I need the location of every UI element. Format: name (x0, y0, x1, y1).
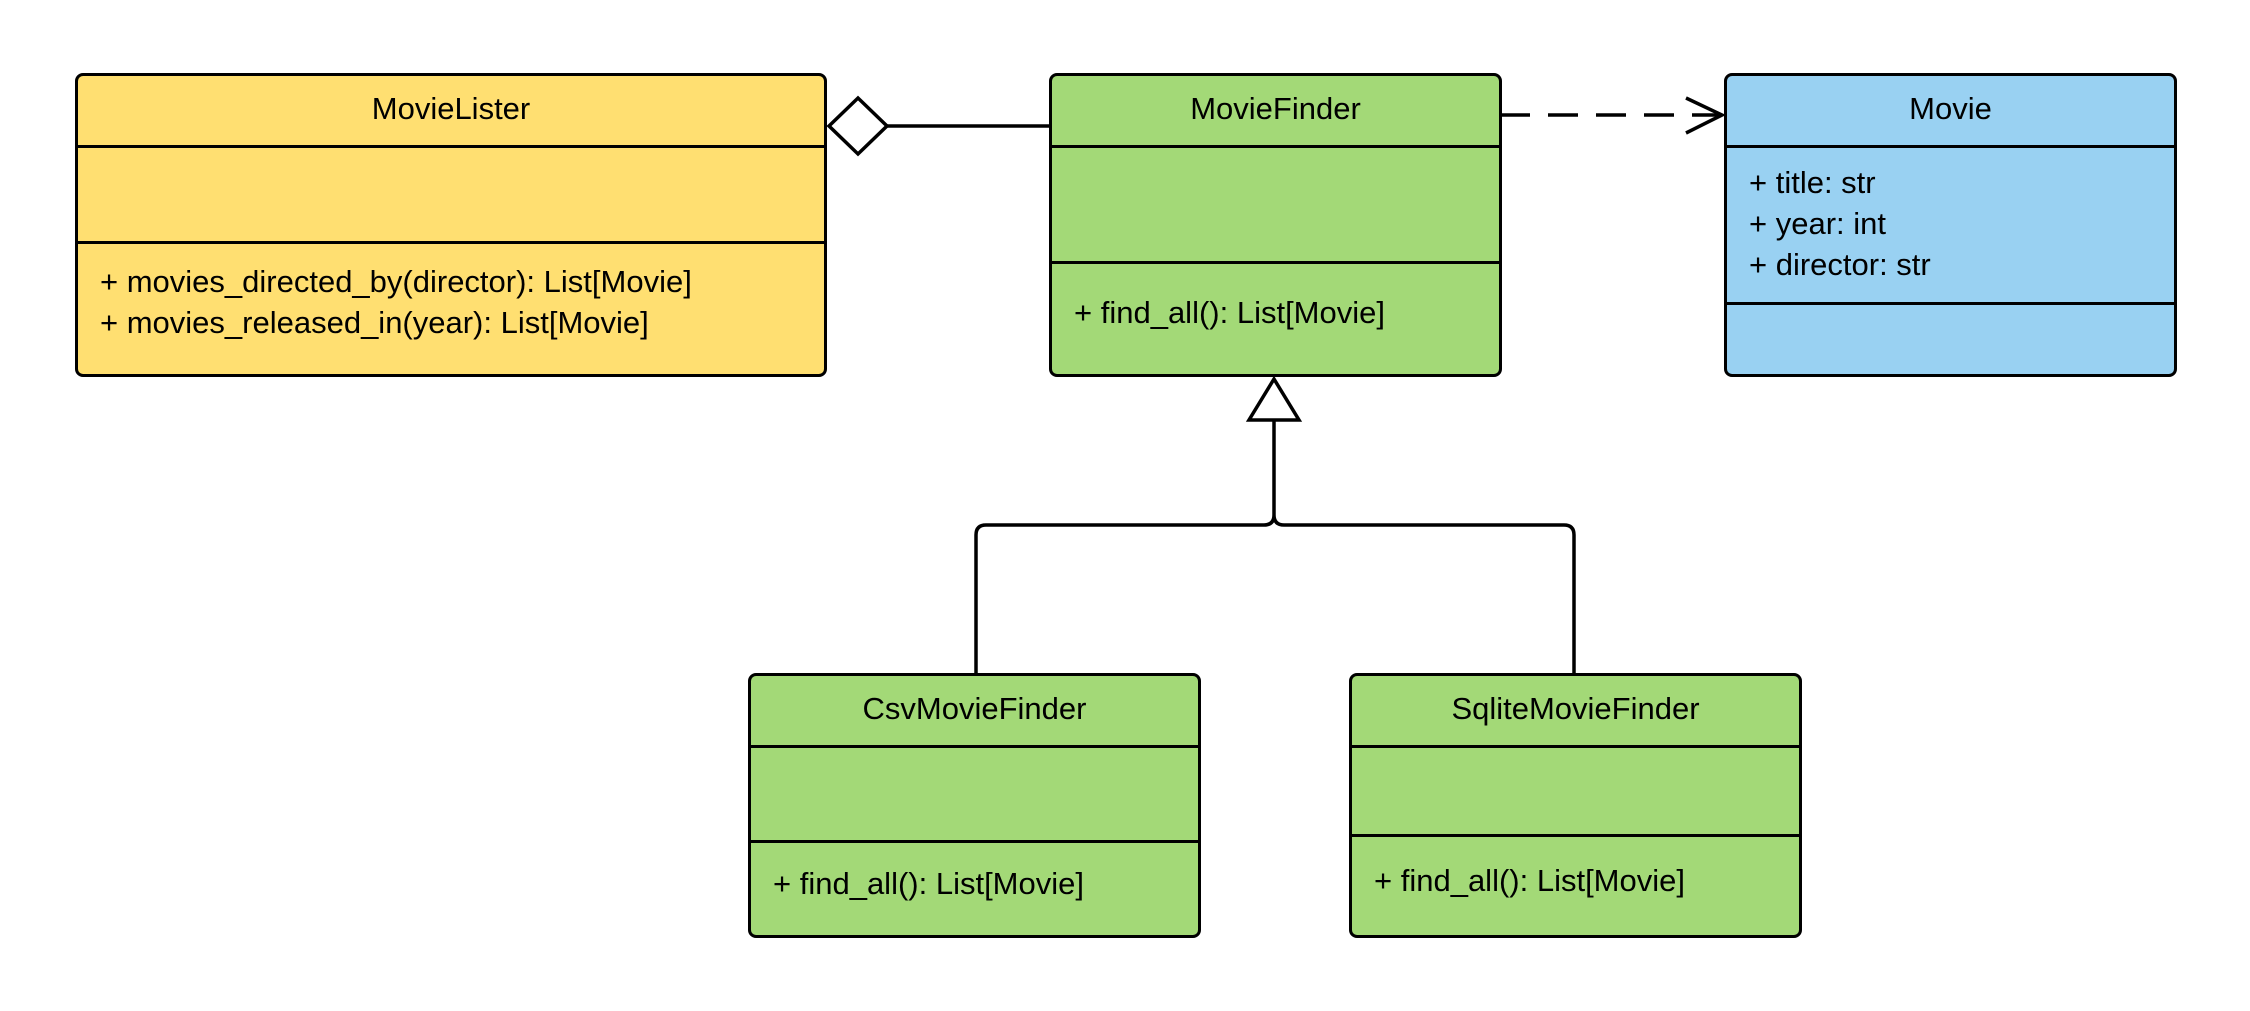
divider (1727, 302, 2174, 305)
methods-section: + movies_directed_by(director): List[Mov… (100, 261, 814, 343)
divider (751, 840, 1198, 843)
class-movie-finder[interactable]: MovieFinder + find_all(): List[Movie] (1049, 73, 1502, 377)
attribute: + director: str (1749, 247, 1931, 282)
method: + movies_directed_by(director): List[Mov… (100, 264, 692, 299)
attributes-section: + title: str + year: int + director: str (1749, 162, 2164, 285)
method: + movies_released_in(year): List[Movie] (100, 305, 649, 340)
class-name: SqliteMovieFinder (1451, 691, 1700, 726)
class-movie-lister[interactable]: MovieLister + movies_directed_by(directo… (75, 73, 827, 377)
class-sqlite-movie-finder[interactable]: SqliteMovieFinder + find_all(): List[Mov… (1349, 673, 1802, 938)
method: + find_all(): List[Movie] (1374, 863, 1685, 898)
generalization-triangle-icon (1245, 375, 1303, 422)
divider (1352, 745, 1799, 748)
methods-section: + find_all(): List[Movie] (773, 863, 1188, 904)
divider (1052, 261, 1499, 264)
methods-section: + find_all(): List[Movie] (1374, 860, 1789, 901)
generalization-connector (974, 420, 1576, 674)
divider (1052, 145, 1499, 148)
divider (1352, 834, 1799, 837)
divider (78, 145, 824, 148)
divider (751, 745, 1198, 748)
attribute: + year: int (1749, 206, 1886, 241)
method: + find_all(): List[Movie] (1074, 295, 1385, 330)
aggregation-diamond-icon (826, 95, 890, 157)
class-name: MovieLister (371, 91, 531, 126)
methods-section: + find_all(): List[Movie] (1074, 292, 1489, 333)
divider (78, 241, 824, 244)
method: + find_all(): List[Movie] (773, 866, 1084, 901)
class-csv-movie-finder[interactable]: CsvMovieFinder + find_all(): List[Movie] (748, 673, 1201, 938)
attribute: + title: str (1749, 165, 1876, 200)
class-name: MovieFinder (1190, 91, 1361, 126)
divider (1727, 145, 2174, 148)
class-movie[interactable]: Movie + title: str + year: int + directo… (1724, 73, 2177, 377)
class-name: CsvMovieFinder (862, 691, 1087, 726)
class-name: Movie (1909, 91, 1992, 126)
dependency-arrowhead-icon (1685, 96, 1727, 135)
